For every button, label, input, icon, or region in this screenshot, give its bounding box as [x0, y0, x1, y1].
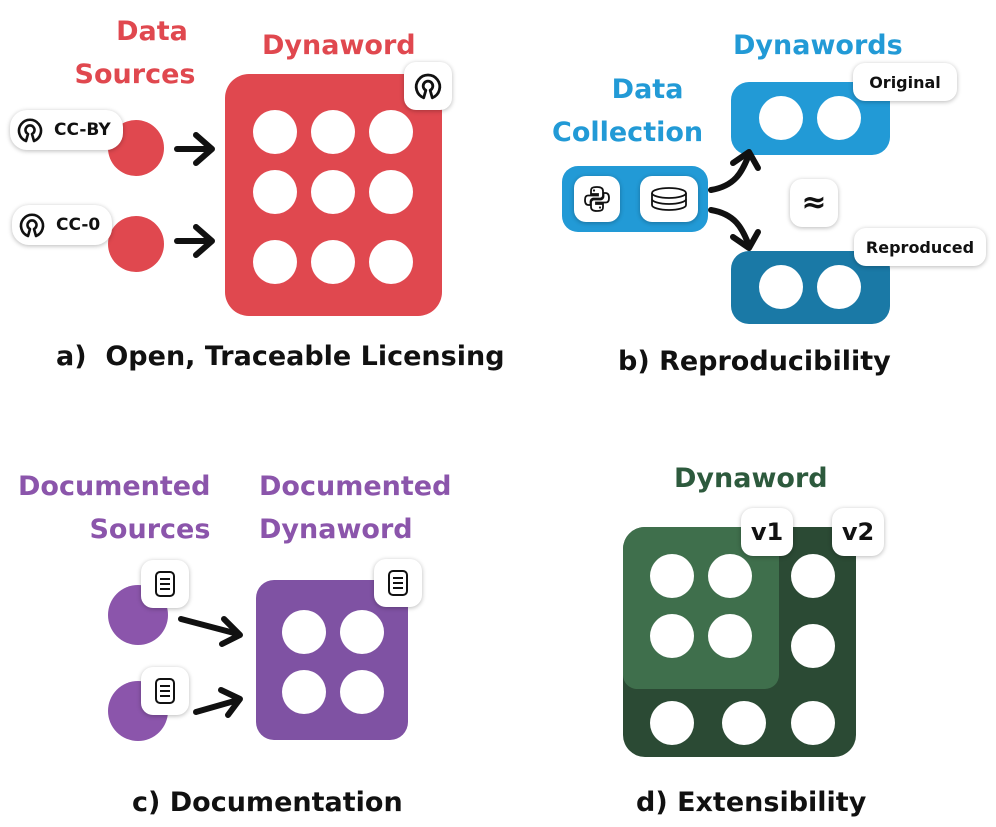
data-slot [791, 554, 835, 598]
data-slot [759, 96, 803, 140]
tag-reproduced: Reproduced [854, 228, 986, 266]
documented-dynaword-line1: Documented [259, 471, 452, 502]
data-slot [311, 240, 355, 284]
dynaword-title-d: Dynaword [674, 463, 828, 494]
approx-badge: ≈ [790, 179, 838, 227]
data-slot [722, 701, 766, 745]
data-slot [311, 110, 355, 154]
data-slot [817, 265, 861, 309]
data-slot [708, 614, 752, 658]
approx-symbol: ≈ [801, 185, 827, 220]
data-sources-title-line1: Data [116, 16, 188, 47]
data-slot [791, 624, 835, 668]
data-sources-title-line2: Sources [74, 59, 196, 91]
data-slot [311, 170, 355, 214]
python-icon [584, 186, 610, 212]
data-slot [253, 110, 297, 154]
source-circle-cc-0 [108, 216, 164, 272]
data-slot [253, 170, 297, 214]
caption-b: b) Reproducibility [618, 346, 891, 377]
data-slot [253, 240, 297, 284]
open-source-icon [414, 73, 442, 100]
dynaword-doc-badge [374, 559, 422, 607]
caption-c: c) Documentation [132, 787, 403, 818]
documented-dynaword-title: Documented Dynaword [259, 465, 451, 551]
data-slot [650, 701, 694, 745]
license-pill-cc-0: CC-0 [12, 205, 113, 245]
data-slot [369, 240, 413, 284]
license-badge [404, 62, 452, 110]
data-slot [791, 701, 835, 745]
document-icon [155, 678, 175, 704]
document-icon [388, 570, 408, 596]
dynaword-block-red [225, 74, 442, 316]
caption-d: d) Extensibility [636, 787, 867, 818]
documented-sources-title: Documented Sources [18, 465, 210, 551]
tag-original: Original [853, 63, 957, 101]
open-source-icon [17, 118, 43, 143]
source-doc-badge-2 [141, 667, 189, 715]
data-slot [340, 670, 384, 714]
dynawords-title: Dynawords [733, 30, 903, 61]
data-collection-bar [562, 166, 708, 232]
documented-dynaword-line2: Dynaword [259, 514, 413, 546]
data-slot [650, 614, 694, 658]
caption-a: a) Open, Traceable Licensing [56, 341, 505, 372]
document-icon [155, 571, 175, 597]
data-slot [759, 265, 803, 309]
arrow-doc-2 [193, 687, 243, 718]
arrow-cc-by [174, 132, 215, 166]
tag-v2: v2 [832, 508, 884, 556]
open-source-icon [19, 213, 45, 238]
documented-sources-line2: Sources [89, 514, 211, 546]
license-label-cc-0: CC-0 [56, 215, 101, 235]
dynaword-title: Dynaword [262, 30, 416, 61]
data-slot [282, 610, 326, 654]
arrow-doc-1 [178, 616, 243, 647]
data-slot [817, 96, 861, 140]
license-label-cc-by: CC-BY [54, 120, 111, 140]
license-pill-cc-by: CC-BY [10, 110, 123, 150]
data-collection-line1: Data [611, 74, 684, 105]
arrow-to-reproduced [708, 207, 761, 251]
documented-sources-line1: Documented [18, 471, 211, 502]
data-sources-title: Data Sources [70, 10, 200, 96]
tag-v1: v1 [741, 508, 793, 556]
data-slot [708, 554, 752, 598]
arrow-to-original [708, 149, 761, 193]
data-collection-line2: Collection [552, 117, 704, 149]
data-slot [369, 110, 413, 154]
data-slot [369, 170, 413, 214]
data-slot [340, 610, 384, 654]
arrow-cc-0 [174, 224, 215, 258]
database-icon [651, 187, 687, 211]
database-badge [640, 176, 698, 222]
data-slot [650, 554, 694, 598]
python-badge [574, 176, 620, 222]
data-collection-title: Data Collection [552, 68, 703, 154]
data-slot [282, 670, 326, 714]
source-doc-badge-1 [141, 560, 189, 608]
